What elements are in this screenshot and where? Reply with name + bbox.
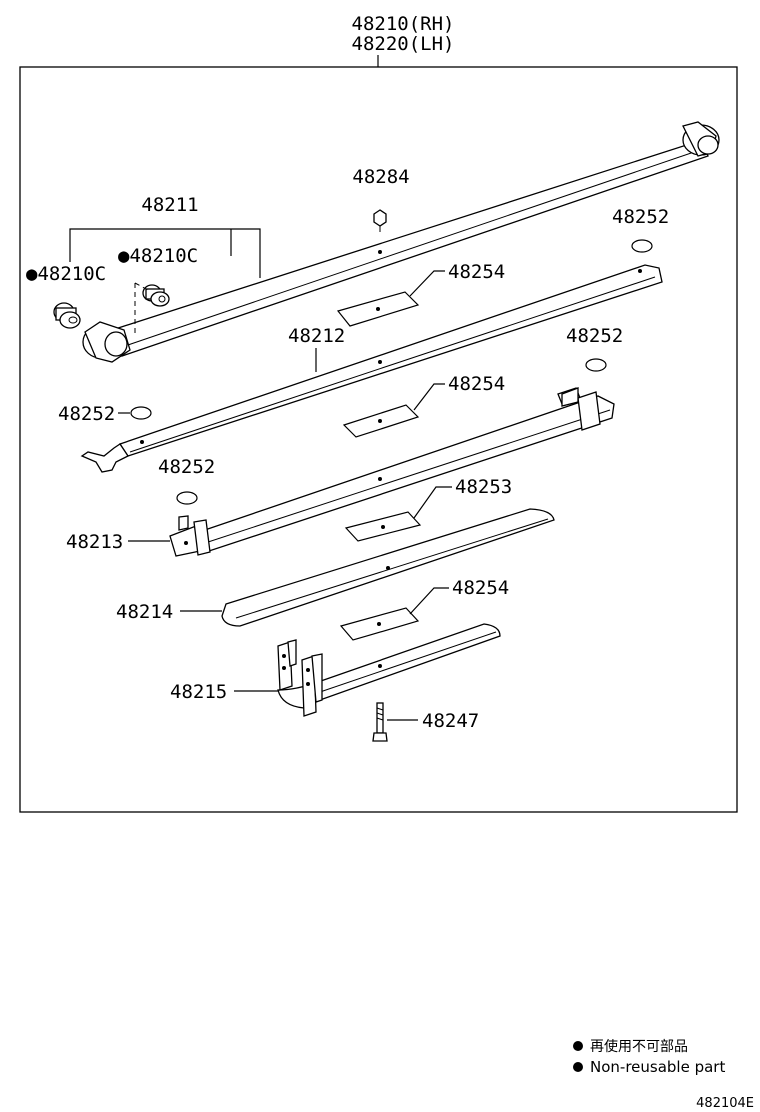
pad-48254-lower <box>339 607 420 641</box>
label-48254-middle: 48254 <box>448 373 505 395</box>
legend-english: Non-reusable part <box>590 1058 725 1076</box>
label-48252-c: 48252 <box>58 403 115 425</box>
label-48252-a: 48252 <box>612 206 669 228</box>
label-48211: 48211 <box>141 194 198 216</box>
label-48247: 48247 <box>422 710 479 732</box>
legend-japanese: 再使用不可部品 <box>590 1038 688 1055</box>
legend-dot-english <box>573 1062 583 1072</box>
cap-48252-b <box>585 358 607 372</box>
diagram-frame <box>19 66 738 813</box>
assembly-label-lh: 48220(LH) <box>352 33 455 55</box>
assembly-label-rh: 48210(RH) <box>352 13 455 35</box>
figure-code: 482104E <box>696 1096 754 1111</box>
pad-48253 <box>344 511 422 542</box>
leaf-48213 <box>169 387 615 557</box>
leaf-48215 <box>277 623 501 717</box>
label-48213: 48213 <box>66 531 123 553</box>
label-48215: 48215 <box>170 681 227 703</box>
pad-48254-upper <box>336 291 420 327</box>
label-48254-upper: 48254 <box>448 261 505 283</box>
leaf-48214 <box>221 508 555 627</box>
label-48214: 48214 <box>116 601 173 623</box>
legend-dot-japanese <box>573 1041 583 1051</box>
bushing-right <box>142 284 170 307</box>
cap-48252-d <box>176 491 198 505</box>
bracket-48211 <box>69 228 261 278</box>
cap-48252-a <box>631 239 653 253</box>
bushing-left <box>53 302 81 329</box>
label-48254-lower: 48254 <box>452 577 509 599</box>
label-48210c-left: ●48210C <box>26 263 106 285</box>
label-48252-d: 48252 <box>158 456 215 478</box>
label-48284: 48284 <box>352 166 409 188</box>
label-48210c-right: ●48210C <box>118 245 198 267</box>
leaf-48212 <box>80 264 663 473</box>
pad-48254-middle <box>342 404 420 438</box>
bolt-48284 <box>373 209 387 232</box>
main-leaf <box>82 121 720 363</box>
label-48212: 48212 <box>288 325 345 347</box>
cap-48252-c <box>130 406 152 420</box>
label-48253: 48253 <box>455 476 512 498</box>
bolt-48247 <box>372 702 388 742</box>
label-48252-b: 48252 <box>566 325 623 347</box>
